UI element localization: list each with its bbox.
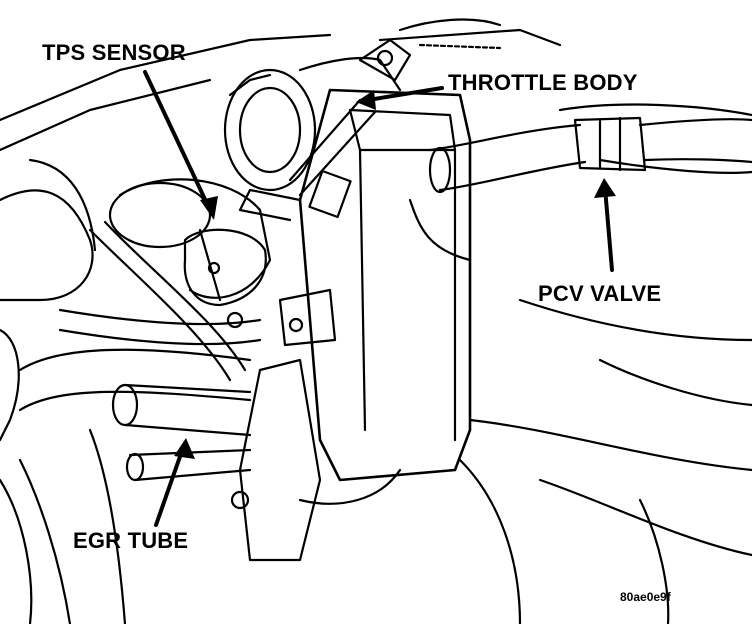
figure-code: 80ae0e9f — [620, 590, 671, 604]
egr-tube-label: EGR TUBE — [73, 528, 189, 553]
arrow-heads — [174, 90, 616, 459]
tps-sensor-part — [108, 178, 272, 307]
intake-ring — [223, 68, 317, 192]
engine-bay-background — [0, 33, 752, 626]
tps-sensor-label: TPS SENSOR — [42, 40, 186, 65]
throttle-linkage — [288, 38, 412, 219]
lower-bracket — [226, 288, 402, 562]
callout-arrows — [143, 70, 614, 527]
pcv-hose — [408, 116, 752, 262]
egr-tubes — [18, 220, 262, 482]
pcv-valve-label: PCV VALVE — [538, 281, 662, 306]
throttle-body-label: THROTTLE BODY — [448, 70, 638, 95]
